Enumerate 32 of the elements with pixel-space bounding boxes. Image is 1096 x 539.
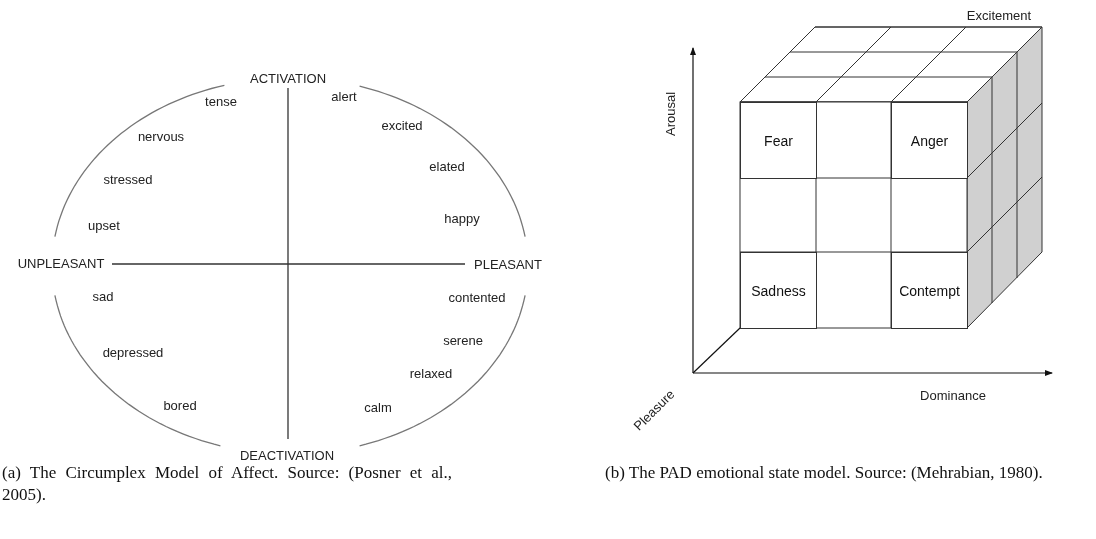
affect-word: bored (163, 397, 197, 413)
axis-label: Excitement (966, 7, 1032, 23)
emotion-cell (891, 252, 968, 329)
affect-word: depressed (102, 344, 164, 360)
emotion-label: Contempt (899, 282, 960, 299)
emotion-label: Fear (764, 132, 793, 149)
affect-word: excited (381, 117, 423, 133)
affect-word: nervous (137, 128, 185, 144)
affect-word: elated (429, 158, 465, 174)
axis-label: DEACTIVATION (239, 447, 335, 463)
affect-word: serene (443, 332, 483, 348)
affect-word: stressed (103, 171, 153, 187)
emotion-label: Sadness (751, 282, 806, 299)
axis-label: Arousal (662, 91, 678, 137)
axis-label: ACTIVATION (249, 70, 327, 86)
figure-caption: (a) The Circumplex Model of Affect. Source: (Posner et al., 2005). (2, 462, 452, 506)
axis-label: Dominance (920, 387, 986, 403)
emotion-cell (891, 102, 968, 179)
affect-word: tense (205, 93, 237, 109)
axis-label: PLEASANT (474, 256, 542, 272)
emotion-cell (740, 102, 817, 179)
affect-word: relaxed (409, 365, 453, 381)
affect-word: alert (331, 88, 357, 104)
axis-label: UNPLEASANT (17, 255, 105, 271)
figure-caption: (b) The PAD emotional state model. Source: (Mehrabian, 1980). (605, 462, 1044, 484)
emotion-cell (740, 252, 817, 329)
emotion-label: Anger (910, 132, 949, 149)
affect-word: sad (92, 288, 114, 304)
affect-word: calm (364, 399, 392, 415)
affect-word: contented (448, 289, 506, 305)
affect-word: upset (88, 217, 120, 233)
affect-word: happy (444, 210, 480, 226)
